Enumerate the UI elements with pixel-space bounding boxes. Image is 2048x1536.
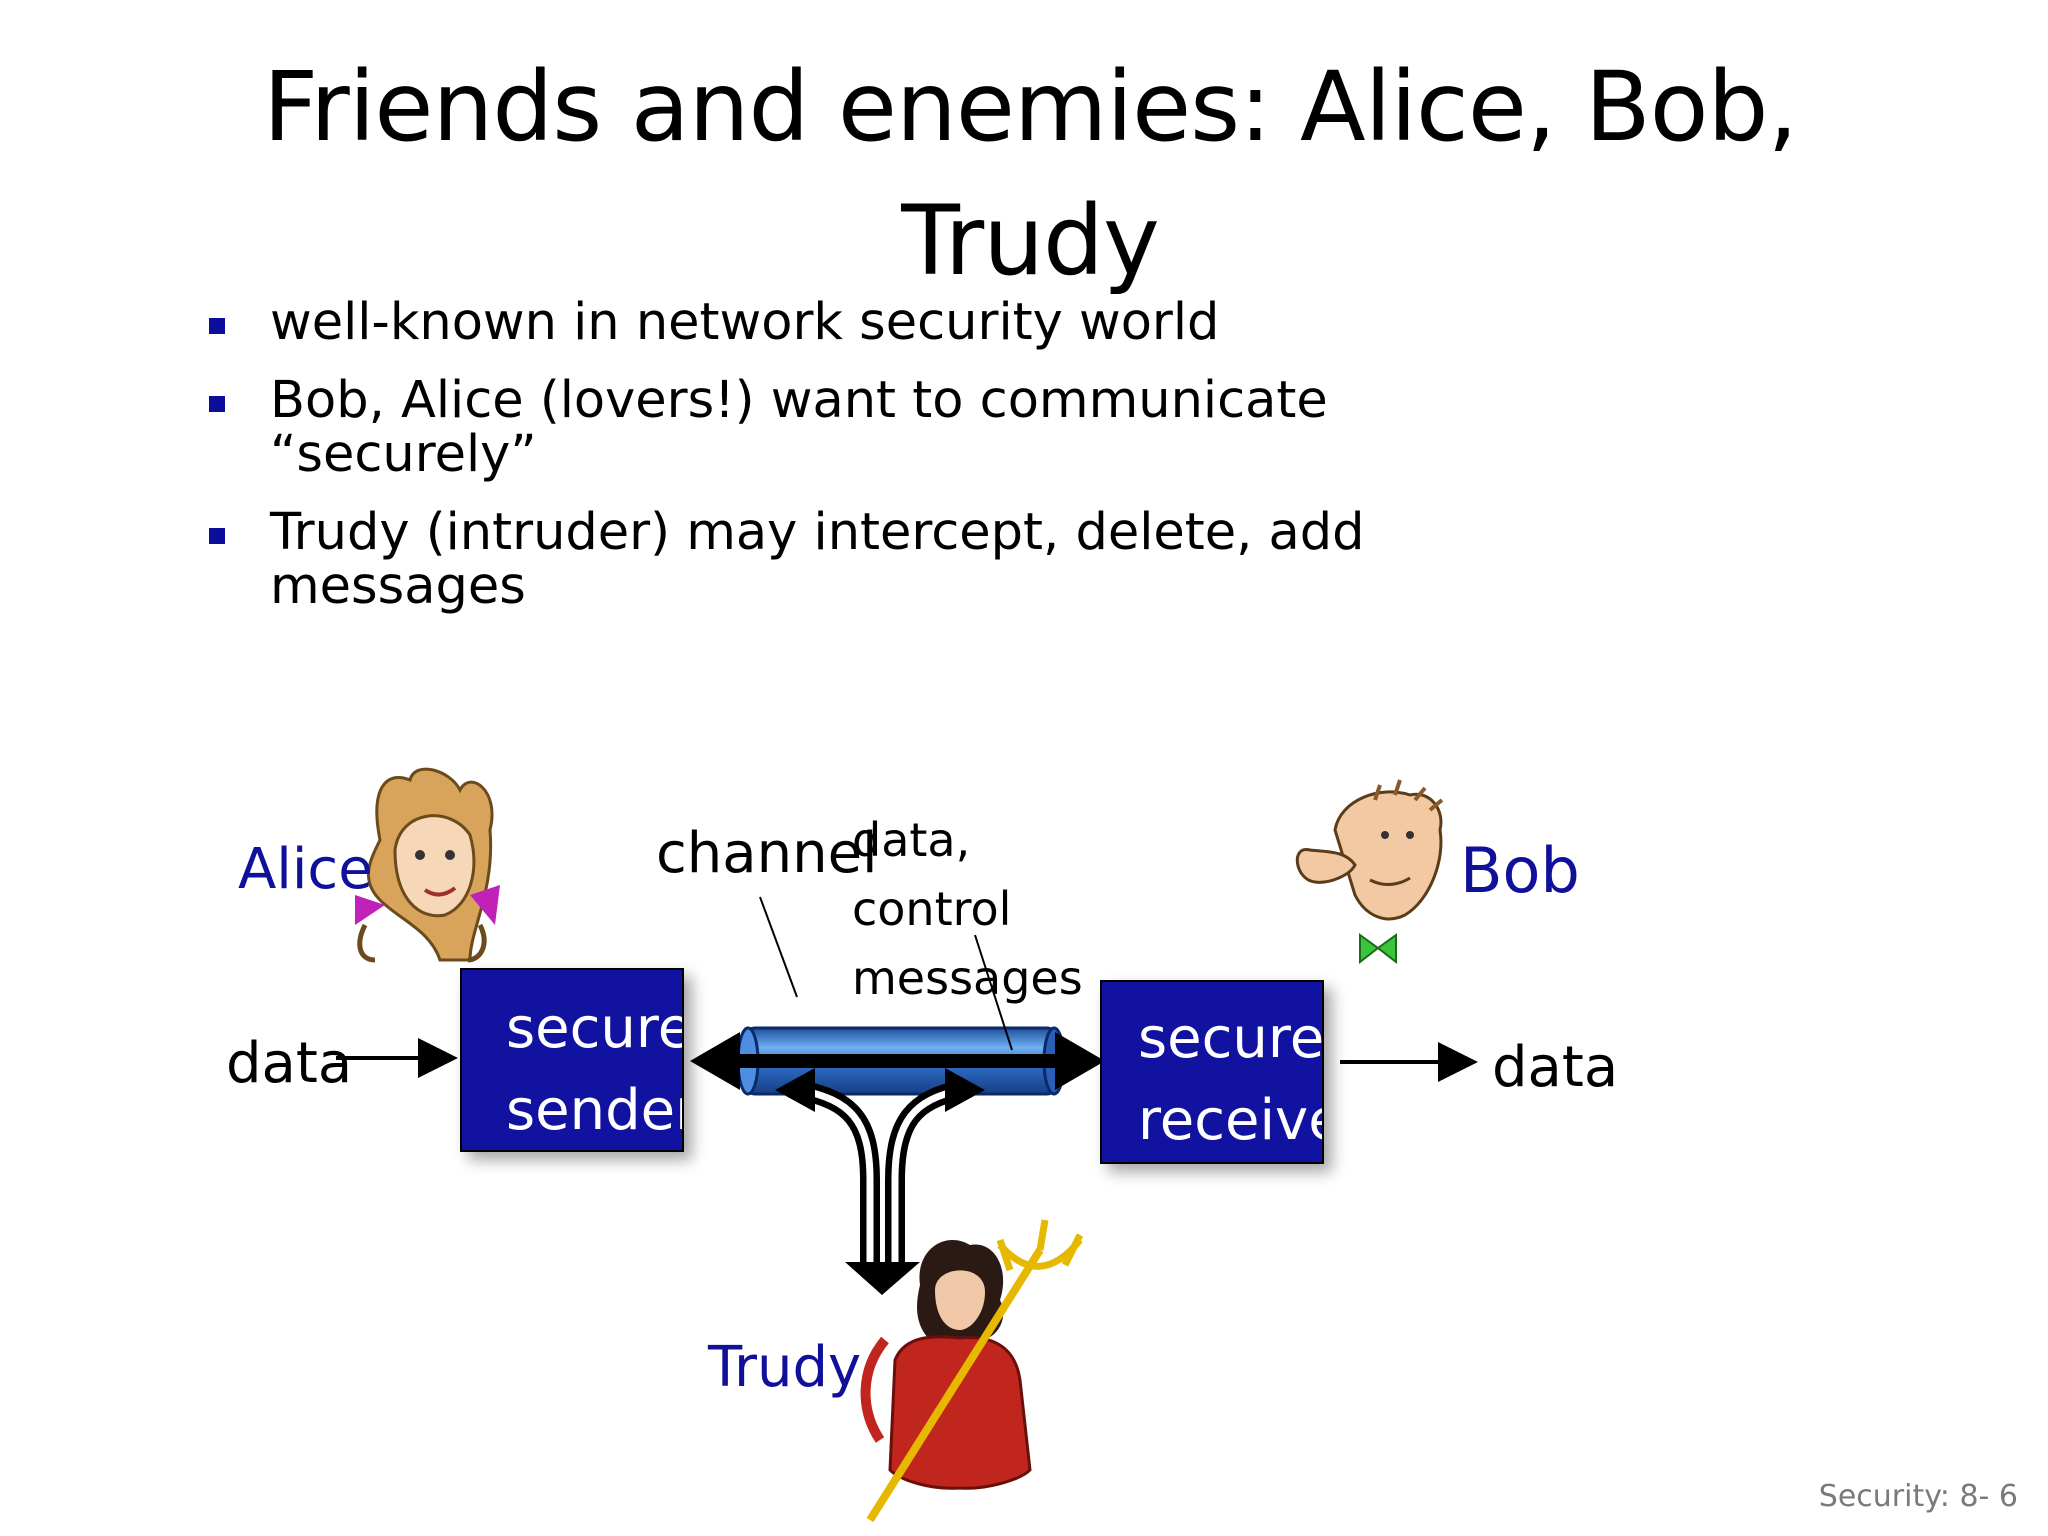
intercept-arrowhead-left — [775, 1068, 815, 1112]
trudy-label: Trudy — [708, 1335, 862, 1400]
bullet-square-icon — [209, 396, 225, 412]
bob-label: Bob — [1460, 834, 1580, 907]
bob-icon — [1295, 779, 1444, 965]
channel-messages-line: data, — [852, 813, 971, 867]
secure-sender-line: secure — [506, 996, 684, 1061]
bullet-square-icon — [209, 528, 225, 544]
secure-receiver-line: receiver — [1138, 1088, 1322, 1153]
bullet-list: well-known in network security world Bob… — [205, 296, 1485, 638]
secure-sender-box: secure sender — [460, 968, 684, 1152]
channel-messages-line: control — [852, 882, 1012, 936]
alice-icon — [355, 767, 500, 963]
secure-sender-line: sender — [506, 1078, 684, 1143]
alice-label: Alice — [238, 837, 373, 902]
bullet-item: Bob, Alice (lovers!) want to communicate… — [205, 374, 1485, 482]
bullet-square-icon — [209, 318, 225, 334]
intercept-arrowhead-right — [945, 1068, 985, 1112]
secure-receiver-box: secure receiver — [1100, 980, 1324, 1164]
channel-arrow — [690, 1032, 1105, 1090]
bullet-item: well-known in network security world — [205, 296, 1485, 350]
channel-messages-label: data, control messages — [852, 806, 1083, 1013]
channel-pointer-line — [759, 896, 798, 998]
data-out-label: data — [1492, 1035, 1619, 1100]
trudy-icon — [860, 1219, 1084, 1523]
channel-label: channel — [656, 821, 878, 886]
intercept-arrows — [797, 1080, 963, 1270]
channel-messages-line: messages — [852, 951, 1083, 1005]
data-in-label: data — [226, 1031, 353, 1096]
slide-footer: Security: 8- 6 — [1818, 1479, 2018, 1514]
bullet-text: Bob, Alice (lovers!) want to communicate… — [270, 371, 1328, 484]
bullet-text: Trudy (intruder) may intercept, delete, … — [270, 503, 1365, 616]
intercept-arrowhead-down — [845, 1262, 920, 1295]
bullet-item: Trudy (intruder) may intercept, delete, … — [205, 506, 1485, 614]
bullet-text: well-known in network security world — [270, 293, 1220, 352]
slide-title: Friends and enemies: Alice, Bob, Trudy — [263, 51, 1798, 297]
secure-receiver-line: secure — [1138, 1006, 1324, 1071]
messages-pointer-line — [974, 934, 1013, 1051]
